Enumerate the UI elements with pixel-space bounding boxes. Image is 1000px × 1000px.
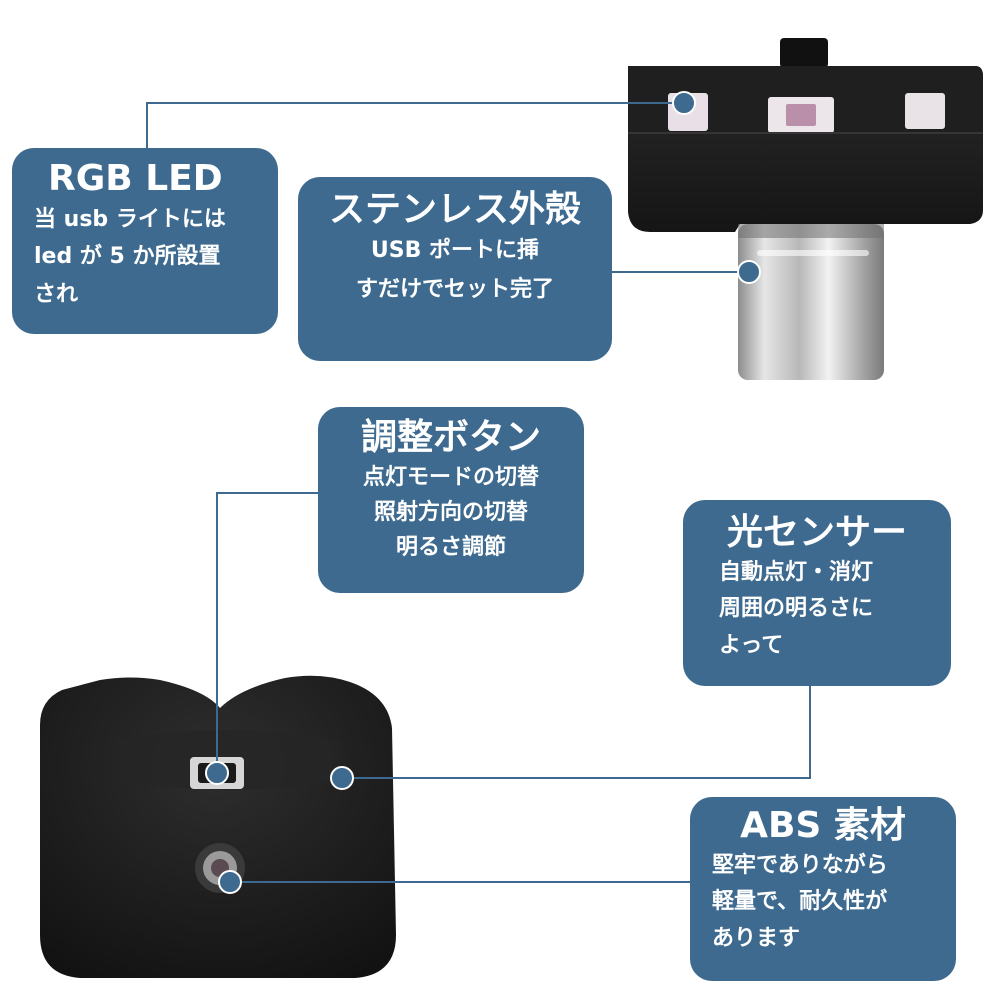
top-switch — [780, 38, 828, 68]
usb-c-connector — [738, 224, 884, 380]
callout-title: 光センサー — [726, 512, 907, 553]
product-top-view — [628, 38, 983, 380]
leader-light-sensor — [342, 686, 811, 779]
callout-line: 自動点灯・消灯 — [719, 560, 874, 585]
callout-line: よって — [719, 632, 784, 658]
callout-line: あります — [712, 925, 801, 951]
callout-title: RGB LED — [48, 158, 223, 199]
dot-light-sensor — [330, 766, 354, 790]
callout-line: 軽量で、耐久性が — [712, 889, 888, 915]
dot-stainless — [737, 260, 761, 284]
callout-title: 調整ボタン — [360, 417, 541, 458]
callout-line: 照射方向の切替 — [373, 500, 528, 526]
callout-title: ABS 素材 — [740, 805, 906, 846]
callout-title: ステンレス外殻 — [328, 189, 581, 230]
callout-line: すだけでセット完了 — [355, 276, 554, 302]
callout-line: led が 5 か所設置 — [34, 244, 221, 270]
callout-line: 点灯モードの切替 — [362, 465, 539, 490]
callout-adjust-button: 調整ボタン 点灯モードの切替 照射方向の切替 明るさ調節 — [318, 407, 584, 593]
led-window-right — [905, 93, 945, 129]
dot-adjust-button — [205, 761, 229, 785]
callout-line: 当 usb ライトには — [34, 207, 226, 232]
callout-line: され — [34, 281, 79, 307]
dot-rgb-led — [672, 91, 696, 115]
dot-abs — [218, 870, 242, 894]
callout-light-sensor: 光センサー 自動点灯・消灯 周囲の明るさに よって — [683, 500, 951, 686]
leader-lines — [146, 102, 811, 883]
leader-adjust-button — [216, 492, 318, 773]
callout-line: 周囲の明るさに — [719, 596, 874, 622]
callout-abs-material: ABS 素材 堅牢でありながら 軽量で、耐久性が あります — [690, 797, 956, 981]
leader-rgb-led — [146, 102, 684, 148]
callout-stainless-shell: ステンレス外殻 USB ポートに挿 すだけでセット完了 — [298, 177, 612, 361]
marker-dots — [205, 91, 761, 894]
callout-line: USB ポートに挿 — [370, 238, 540, 263]
led-chip-center — [786, 104, 816, 126]
callout-line: 堅牢でありながら — [712, 853, 888, 878]
callout-rgb-led: RGB LED 当 usb ライトには led が 5 か所設置 され — [12, 148, 278, 334]
callout-line: 明るさ調節 — [395, 535, 506, 561]
